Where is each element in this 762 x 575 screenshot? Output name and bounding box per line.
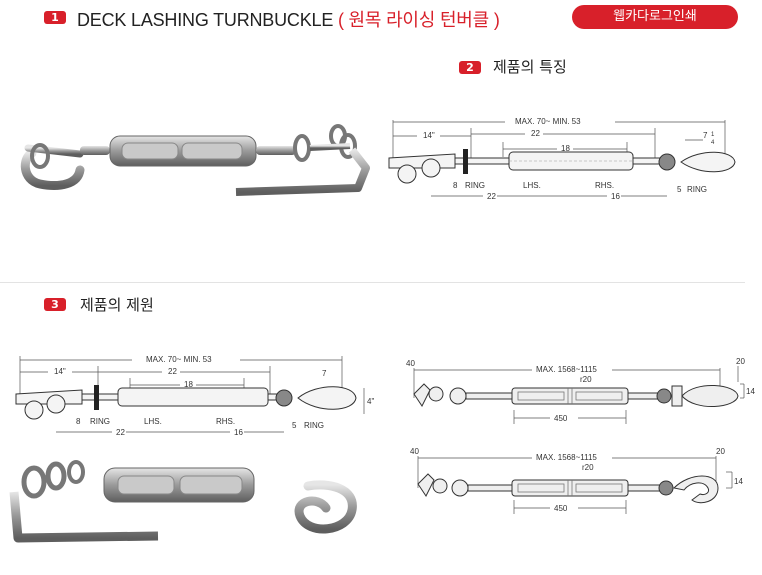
lhs-label: LHS. [523,181,541,190]
width-40: 40 [406,359,415,368]
dim-7-2: 7 [322,369,327,378]
rhs-label: RHS. [595,181,614,190]
lashing-drawing-loop: 40 MAX. 1568~1115 20 14 r20 450 [406,357,755,424]
height-14-2: 14 [734,477,743,486]
ring-label-left: RING [465,181,485,190]
dim-22: 22 [531,129,540,138]
dimension-drawing-top: MAX. 70~ MIN. 53 14" 22 18 7 1 4 8 RING … [388,117,736,201]
lhs-label-2: LHS. [144,417,162,426]
dim-4in: 4" [367,397,374,406]
dim-14in: 14" [423,131,435,140]
width-20: 20 [736,357,745,366]
radius-20-2: r20 [582,463,594,472]
dim-18-2: 18 [184,380,193,389]
dim-7-frac-den: 4 [711,140,715,146]
section-2-badge: 2 [459,61,481,74]
max-length-label-2: MAX. 1568~1115 [536,453,597,462]
section-1-badge: 1 [44,11,66,24]
rhs-label-2: RHS. [216,417,235,426]
width-40-2: 40 [410,447,419,456]
max-length-label: MAX. 1568~1115 [536,365,597,374]
specifications-heading: 제품의 제원 [80,296,154,314]
web-catalog-print-button[interactable]: 웹카다로그인쇄 [572,5,738,29]
max-min-label: MAX. 70~ MIN. 53 [515,117,581,126]
dim-22b: 22 [487,192,496,201]
turnbuckle-photo-top [20,124,370,196]
dim-16-2: 16 [234,428,243,437]
turnbuckle-photo-bottom [9,460,357,543]
dim-5: 5 [677,185,682,194]
page-title: DECK LASHING TURNBUCKLE ( 원목 라이싱 턴버클 ) [77,6,500,32]
dimension-drawing-bottom: MAX. 70~ MIN. 53 14" 22 18 7 4" 8 RING L… [15,355,374,437]
width-20-2: 20 [716,447,725,456]
dim-16: 16 [611,192,620,201]
ring-label-right-2: RING [304,421,324,430]
features-heading: 제품의 특징 [493,58,567,76]
dim-18: 18 [561,144,570,153]
max-min-label-2: MAX. 70~ MIN. 53 [146,355,212,364]
section-3-badge: 3 [44,298,66,311]
dim-8: 8 [453,181,458,190]
dim-22-2: 22 [168,367,177,376]
length-450: 450 [554,414,568,423]
dim-7: 7 [703,131,708,140]
ring-label-right: RING [687,185,707,194]
section-divider [0,282,745,283]
title-english: DECK LASHING TURNBUCKLE [77,10,334,30]
height-14: 14 [746,387,755,396]
dim-7-frac-num: 1 [711,132,715,138]
lashing-drawing-hook: 40 MAX. 1568~1115 20 14 r20 450 [410,447,743,514]
dim-14in-2: 14" [54,367,66,376]
dim-5-2: 5 [292,421,297,430]
radius-20: r20 [580,375,592,384]
length-450-2: 450 [554,504,568,513]
title-korean: ( 원목 라이싱 턴버클 ) [337,10,500,30]
ring-label-left-2: RING [90,417,110,426]
dim-8-2: 8 [76,417,81,426]
dim-22b-2: 22 [116,428,125,437]
